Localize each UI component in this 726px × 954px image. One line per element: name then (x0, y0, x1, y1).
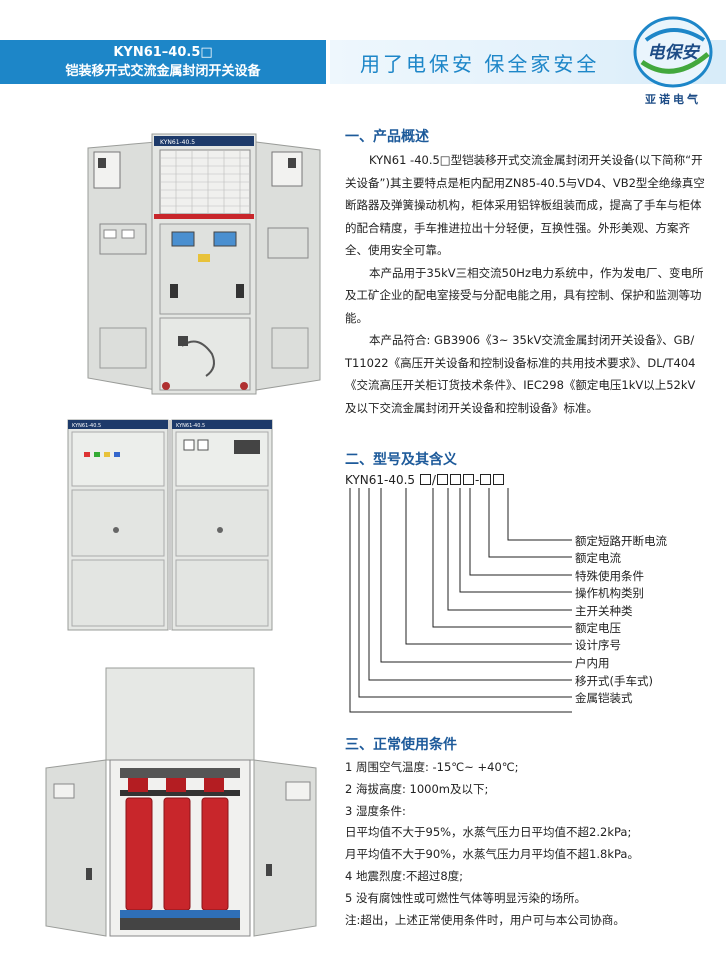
model-label: 移开式(手车式) (575, 674, 653, 688)
code-box (493, 474, 505, 485)
conditions-list: 1 周围空气温度: -15℃~ +40℃; 2 海拔高度: 1000m及以下; … (345, 757, 715, 931)
cabinet1-nameplate: KYN61-40.5 (160, 139, 195, 146)
model-diagram-lines (349, 488, 572, 713)
condition-item: 4 地震烈度:不超过8度; (345, 868, 464, 883)
overview-heading: 一、产品概述 (345, 129, 429, 145)
conditions-heading: 三、正常使用条件 (345, 737, 457, 753)
condition-item: 5 没有腐蚀性或可燃性气体等明显污染的场所。 (345, 890, 586, 905)
cabinet2-left-nameplate: KYN61-40.5 (72, 423, 101, 429)
slogan-text: 用了电保安 保全家安全 (360, 52, 600, 76)
product-name-title: 铠装移开式交流金属封闭开关设备 (65, 64, 261, 79)
model-label: 额定电压 (575, 621, 621, 635)
code-box (436, 474, 448, 485)
company-name: 亚诺电气 (645, 93, 701, 106)
code-box (419, 474, 431, 485)
condition-item: 1 周围空气温度: -15℃~ +40℃; (345, 760, 519, 774)
cabinet-photo-open: KYN61-40.5 (87, 133, 321, 395)
cabinet2-right-nameplate: KYN61-40.5 (176, 423, 205, 429)
condition-item: 3 湿度条件: (345, 803, 406, 818)
model-code: KYN61-40.5 /- (345, 473, 505, 487)
model-label: 金属铠装式 (575, 691, 633, 705)
condition-item: 日平均值不大于95%，水蒸气压力日平均值不超2.2kPa; (345, 825, 632, 840)
model-heading: 二、型号及其含义 (345, 452, 457, 468)
model-label: 主开关种类 (575, 604, 633, 618)
product-model-title: KYN61–40.5□ (113, 45, 213, 60)
model-label: 操作机构类别 (575, 586, 644, 600)
model-label: 设计序号 (575, 638, 621, 652)
condition-item: 注:超出，上述正常使用条件时，用户可与本公司协商。 (345, 912, 625, 927)
product-title-banner: KYN61–40.5□ 铠装移开式交流金属封闭开关设备 (0, 40, 326, 84)
code-box (480, 474, 492, 485)
model-label: 额定短路开断电流 (575, 534, 667, 548)
model-label: 户内用 (575, 656, 610, 670)
overview-paragraph: 本产品用于35kV三相交流50Hz电力系统中，作为发电厂、变电所及工矿企业的配电… (345, 265, 704, 325)
cabinet-photo-closed-pair: KYN61-40.5 KYN61-40.5 (67, 419, 273, 631)
condition-item: 2 海拔高度: 1000m及以下; (345, 781, 489, 796)
overview-paragraph: 本产品符合: GB3906《3~ 35kV交流金属封闭开关设备》、GB/ T11… (345, 333, 696, 415)
model-code-prefix: KYN61-40.5 (345, 473, 416, 487)
condition-item: 月平均值不大于90%，水蒸气压力月平均值不超1.8kPa。 (345, 847, 639, 862)
transformer-cabinet-photo (45, 667, 317, 937)
code-box (462, 474, 474, 485)
model-label: 额定电流 (575, 551, 621, 565)
model-label: 特殊使用条件 (575, 569, 644, 583)
company-logo-icon: 电保安 (633, 16, 713, 88)
logo-text: 电保安 (648, 43, 701, 63)
overview-paragraph: KYN61 -40.5□型铠装移开式交流金属封闭开关设备(以下简称“开关设备”)… (345, 153, 705, 257)
code-box (449, 474, 461, 485)
overview-body: KYN61 -40.5□型铠装移开式交流金属封闭开关设备(以下简称“开关设备”)… (345, 149, 705, 419)
